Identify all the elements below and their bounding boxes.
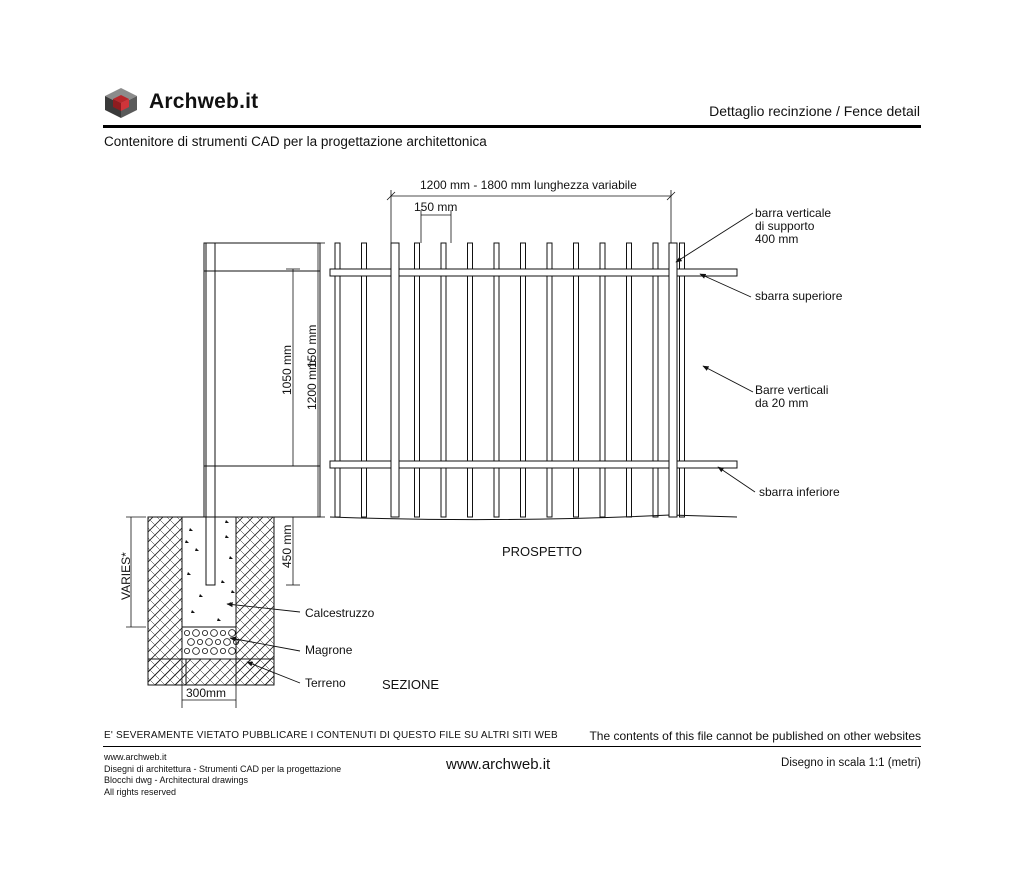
aggregate-mark	[225, 535, 229, 538]
aggregate-mark	[221, 580, 225, 583]
vertical-bar	[573, 242, 579, 518]
elevation-title: PROSPETTO	[502, 544, 582, 559]
warning-english: The contents of this file cannot be publ…	[589, 729, 921, 743]
view-titles: PROSPETTO SEZIONE	[382, 544, 582, 692]
gravel-stone	[201, 630, 208, 637]
gravel-stone	[228, 647, 236, 655]
scale-note: Disegno in scala 1:1 (metri)	[781, 757, 921, 769]
aggregate-mark	[229, 556, 233, 559]
ground-line	[329, 514, 738, 521]
embed-450-label: 450 mm	[280, 525, 294, 568]
gravel-stone	[210, 647, 218, 655]
height-1050-label: 1050 mm	[280, 345, 294, 395]
gravel-stone	[205, 638, 213, 646]
soil-right	[235, 516, 275, 686]
width-300-label: 300mm	[186, 686, 226, 700]
gravel-stone	[214, 639, 221, 646]
lean-concrete-gravel	[183, 629, 239, 655]
footer-info: www.archweb.it Disegni di architettura -…	[104, 752, 341, 798]
concrete-label: Calcestruzzo	[305, 606, 375, 620]
vertical-bar	[440, 242, 447, 518]
gravel-stone	[210, 629, 218, 637]
gravel-stone	[196, 639, 203, 646]
fence-section	[147, 242, 321, 686]
overall-length-label: 1200 mm - 1800 mm lunghezza variabile	[420, 178, 637, 192]
footer-info-line: All rights reserved	[104, 786, 177, 797]
offset-150-label: 150 mm	[305, 325, 319, 368]
dimension-labels: 1200 mm - 1800 mm lunghezza variabile 15…	[119, 178, 637, 700]
support-bar-label-2: di supporto	[755, 219, 815, 233]
vertical-bars	[334, 242, 685, 518]
footer-info-line: Disegni di architettura - Strumenti CAD …	[104, 763, 342, 774]
page-subtitle: Contenitore di strumenti CAD per la prog…	[104, 134, 487, 149]
lean-concrete-layer	[181, 626, 237, 660]
vertical-bar	[467, 242, 473, 518]
top-rail-label: sbarra superiore	[755, 289, 843, 303]
section-post	[205, 242, 216, 586]
vertical-bar	[414, 242, 420, 518]
vertical-bar	[546, 242, 553, 518]
varies-label: VARIES*	[119, 552, 133, 600]
soil-bottom	[147, 658, 275, 686]
gravel-stone	[228, 629, 236, 637]
lean-concrete-label: Magrone	[305, 643, 353, 657]
aggregate-mark	[231, 590, 235, 593]
footer-info-line: Blocchi dwg - Architectural drawings	[104, 775, 249, 786]
leader-arrows	[226, 212, 756, 684]
vertical-bar	[361, 242, 367, 518]
footer-url[interactable]: www.archweb.it	[446, 756, 551, 773]
gravel-stone	[223, 638, 231, 646]
vertical-bar	[626, 242, 632, 518]
archweb-logo-icon	[105, 88, 137, 118]
header-divider	[103, 125, 921, 128]
vertical-bars-label-2: da 20 mm	[755, 396, 808, 410]
aggregate-mark	[225, 520, 229, 523]
section-title: SEZIONE	[382, 677, 439, 692]
top-rail	[329, 268, 738, 277]
gravel-stone	[192, 647, 200, 655]
vertical-bar	[652, 242, 659, 518]
height-1200-label: 1200 mm	[305, 360, 319, 410]
bottom-rail-label: sbarra inferiore	[759, 485, 840, 499]
warning-italian: E' SEVERAMENTE VIETATO PUBBLICARE I CONT…	[104, 730, 558, 741]
gravel-stone	[192, 629, 200, 637]
gravel-stone	[219, 648, 226, 655]
aggregate-mark	[195, 548, 199, 551]
bar-spacing-label: 150 mm	[414, 200, 457, 214]
aggregate-mark	[185, 540, 189, 543]
soil-label: Terreno	[305, 676, 346, 690]
bottom-rail	[329, 460, 738, 469]
support-bar-label-1: barra verticale	[755, 206, 831, 220]
vertical-bars-label-1: Barre verticali	[755, 383, 828, 397]
gravel-stone	[201, 648, 208, 655]
aggregate-mark	[189, 528, 193, 531]
drawing-title: Dettaglio recinzione / Fence detail	[709, 103, 920, 119]
support-bar-label-3: 400 mm	[755, 232, 798, 246]
vertical-bar	[679, 242, 685, 518]
horizontal-rails	[329, 268, 738, 469]
gravel-stone	[187, 638, 195, 646]
support-post-left	[390, 242, 400, 518]
aggregate-mark	[217, 618, 221, 621]
gravel-stone	[183, 630, 190, 637]
footer-divider	[103, 746, 921, 747]
dimension-lines	[126, 190, 676, 708]
gravel-stone	[183, 648, 190, 655]
gravel-stone	[219, 630, 226, 637]
footer-info-line: www.archweb.it	[104, 752, 167, 762]
brand-name: Archweb.it	[149, 90, 259, 113]
section-post-cap	[203, 242, 321, 518]
vertical-bar	[520, 242, 526, 518]
vertical-bar	[493, 242, 500, 518]
component-labels: barra verticale di supporto 400 mm sbarr…	[305, 206, 843, 690]
aggregate-mark	[187, 572, 191, 575]
vertical-bar	[599, 242, 606, 518]
aggregate-mark	[199, 594, 203, 597]
support-post-right	[668, 242, 678, 518]
vertical-bar	[334, 242, 341, 518]
aggregate-mark	[191, 610, 195, 613]
fence-elevation	[329, 242, 738, 521]
